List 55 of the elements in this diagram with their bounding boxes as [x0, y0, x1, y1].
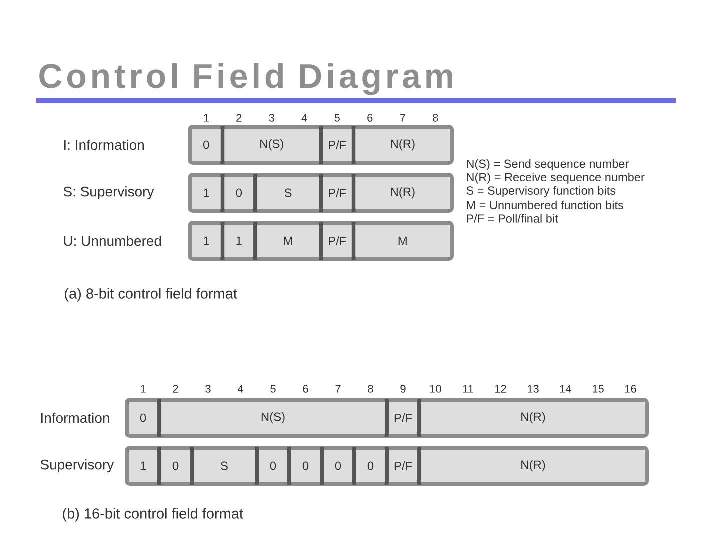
- bit-field: M: [356, 225, 450, 257]
- row-label: Supervisory: [40, 459, 114, 473]
- bit-field: P/F: [323, 129, 352, 161]
- slide-title: Control Field Diagram: [40, 63, 452, 96]
- bit-number: 9: [400, 385, 406, 393]
- key-text: N(R) = Receive sequence number: [467, 172, 645, 184]
- bit-field: 0: [259, 450, 288, 482]
- bit-number: 1: [141, 385, 146, 393]
- bit-field: N(S): [224, 129, 319, 161]
- bit-field: S: [194, 450, 255, 482]
- bit-field: P/F: [323, 177, 352, 209]
- control-field-bar: [125, 446, 649, 486]
- control-field-bar: [188, 221, 454, 261]
- row-label: S: Supervisory: [64, 186, 154, 200]
- control-field-bar: [188, 173, 454, 213]
- key-text: P/F = Poll/final bit: [467, 214, 558, 223]
- bit-field: P/F: [323, 225, 352, 257]
- bit-number: 1: [204, 114, 209, 122]
- key-text: M = Unnumbered function bits: [467, 200, 624, 210]
- bit-number: 5: [334, 114, 340, 122]
- bit-number: 6: [368, 114, 373, 122]
- bit-field: N(R): [422, 402, 645, 434]
- bit-field: 0: [224, 177, 254, 209]
- figure-caption: (b) 16-bit control field format: [63, 508, 244, 522]
- bit-field: M: [258, 225, 319, 257]
- row-label: Information: [42, 412, 110, 424]
- bit-field: S: [258, 177, 319, 209]
- row-label: I: Information: [64, 140, 144, 150]
- bit-number: 2: [173, 385, 178, 393]
- row-label: U: Unnumbered: [64, 236, 162, 246]
- bit-field: 0: [292, 450, 320, 482]
- bit-field: 0: [129, 402, 158, 434]
- bit-field: 1: [129, 450, 158, 482]
- bit-field: 1: [192, 177, 221, 209]
- bit-number: 2: [236, 114, 242, 122]
- bit-number: 8: [368, 385, 374, 393]
- bit-field: 1: [224, 225, 254, 257]
- bit-field: N(S): [162, 402, 385, 434]
- bit-field: 0: [162, 450, 190, 482]
- key-text: N(S) = Send sequence number: [467, 160, 629, 170]
- bit-number: 4: [302, 114, 308, 122]
- bit-field: P/F: [389, 402, 418, 434]
- bit-field: P/F: [389, 450, 418, 482]
- bit-field: 0: [324, 450, 352, 482]
- bit-field: N(R): [356, 129, 450, 161]
- bit-field: 0: [356, 450, 385, 482]
- bit-field: N(R): [356, 177, 450, 209]
- control-field-bar: [125, 398, 649, 438]
- bit-number: 10: [430, 385, 442, 393]
- bit-field: 1: [192, 225, 221, 257]
- control-field-bar: [188, 125, 454, 165]
- bit-field: 0: [192, 129, 221, 161]
- key-text: S = Supervisory function bits: [466, 186, 616, 198]
- figure-caption: (a) 8-bit control field format: [65, 288, 238, 302]
- bit-field: N(R): [422, 450, 645, 482]
